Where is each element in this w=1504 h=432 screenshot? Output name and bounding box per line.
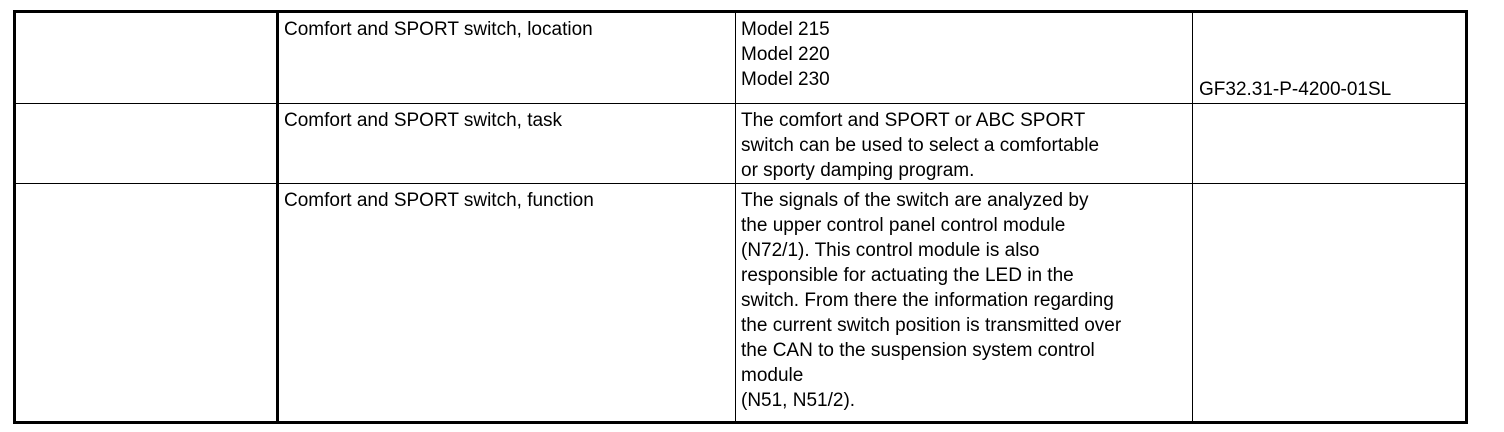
document-table: Comfort and SPORT switch, location Model…: [13, 10, 1468, 424]
blank-cell: [13, 103, 278, 184]
description-line: responsible for actuating the LED in the: [741, 265, 1074, 286]
description-line: switch. From there the information regar…: [741, 290, 1114, 311]
reference-cell: [1192, 183, 1468, 424]
description-line: the current switch position is transmitt…: [741, 315, 1122, 336]
description-cell: The comfort and SPORT or ABC SPORT switc…: [735, 103, 1193, 184]
table-row: Comfort and SPORT switch, task The comfo…: [13, 103, 1468, 184]
blank-cell: [13, 183, 278, 424]
model-item: Model 220: [741, 44, 830, 65]
subject-text: Comfort and SPORT switch, location: [284, 19, 593, 40]
models-cell: Model 215 Model 220 Model 230: [735, 10, 1193, 104]
description-line: switch can be used to select a comfortab…: [741, 135, 1100, 156]
reference-code: GF32.31-P-4200-01SL: [1199, 79, 1392, 100]
subject-cell: Comfort and SPORT switch, task: [276, 103, 736, 184]
subject-cell: Comfort and SPORT switch, location: [276, 10, 736, 104]
reference-cell: [1192, 103, 1468, 184]
description-line: The comfort and SPORT or ABC SPORT: [741, 110, 1086, 131]
model-item: Model 230: [741, 69, 830, 90]
description-line: The signals of the switch are analyzed b…: [741, 190, 1089, 211]
description-cell: The signals of the switch are analyzed b…: [735, 183, 1193, 424]
description-line: (N72/1). This control module is also: [741, 240, 1040, 261]
description-line: the upper control panel control module: [741, 215, 1066, 236]
description-line: (N51, N51/2).: [741, 390, 856, 411]
blank-cell: [13, 10, 278, 104]
table-row: Comfort and SPORT switch, function The s…: [13, 183, 1468, 424]
description-line: the CAN to the suspension system control: [741, 340, 1095, 361]
description-line: or sporty damping program.: [741, 160, 975, 181]
reference-cell: GF32.31-P-4200-01SL: [1192, 10, 1468, 104]
subject-text: Comfort and SPORT switch, function: [284, 190, 594, 211]
table-row: Comfort and SPORT switch, location Model…: [13, 10, 1468, 104]
subject-text: Comfort and SPORT switch, task: [284, 110, 563, 131]
subject-cell: Comfort and SPORT switch, function: [276, 183, 736, 424]
description-line: module: [741, 365, 804, 386]
model-item: Model 215: [741, 19, 830, 40]
